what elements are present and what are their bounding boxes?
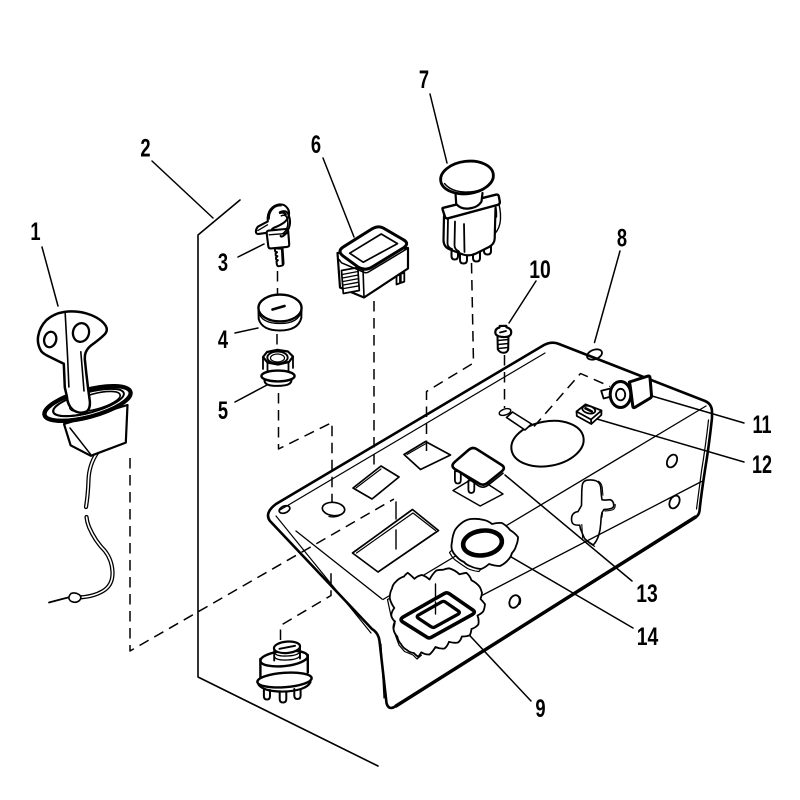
svg-text:7: 7 <box>419 66 429 94</box>
svg-text:9: 9 <box>535 695 545 723</box>
svg-text:2: 2 <box>140 135 150 163</box>
svg-text:12: 12 <box>752 451 772 479</box>
svg-text:1: 1 <box>30 218 40 246</box>
svg-text:13: 13 <box>636 580 658 608</box>
svg-text:4: 4 <box>218 326 228 354</box>
svg-text:8: 8 <box>617 225 627 253</box>
svg-text:11: 11 <box>753 411 772 439</box>
svg-text:3: 3 <box>218 249 228 277</box>
svg-text:5: 5 <box>218 397 228 425</box>
svg-text:10: 10 <box>529 256 551 284</box>
svg-text:14: 14 <box>637 623 659 651</box>
svg-text:6: 6 <box>311 131 321 159</box>
